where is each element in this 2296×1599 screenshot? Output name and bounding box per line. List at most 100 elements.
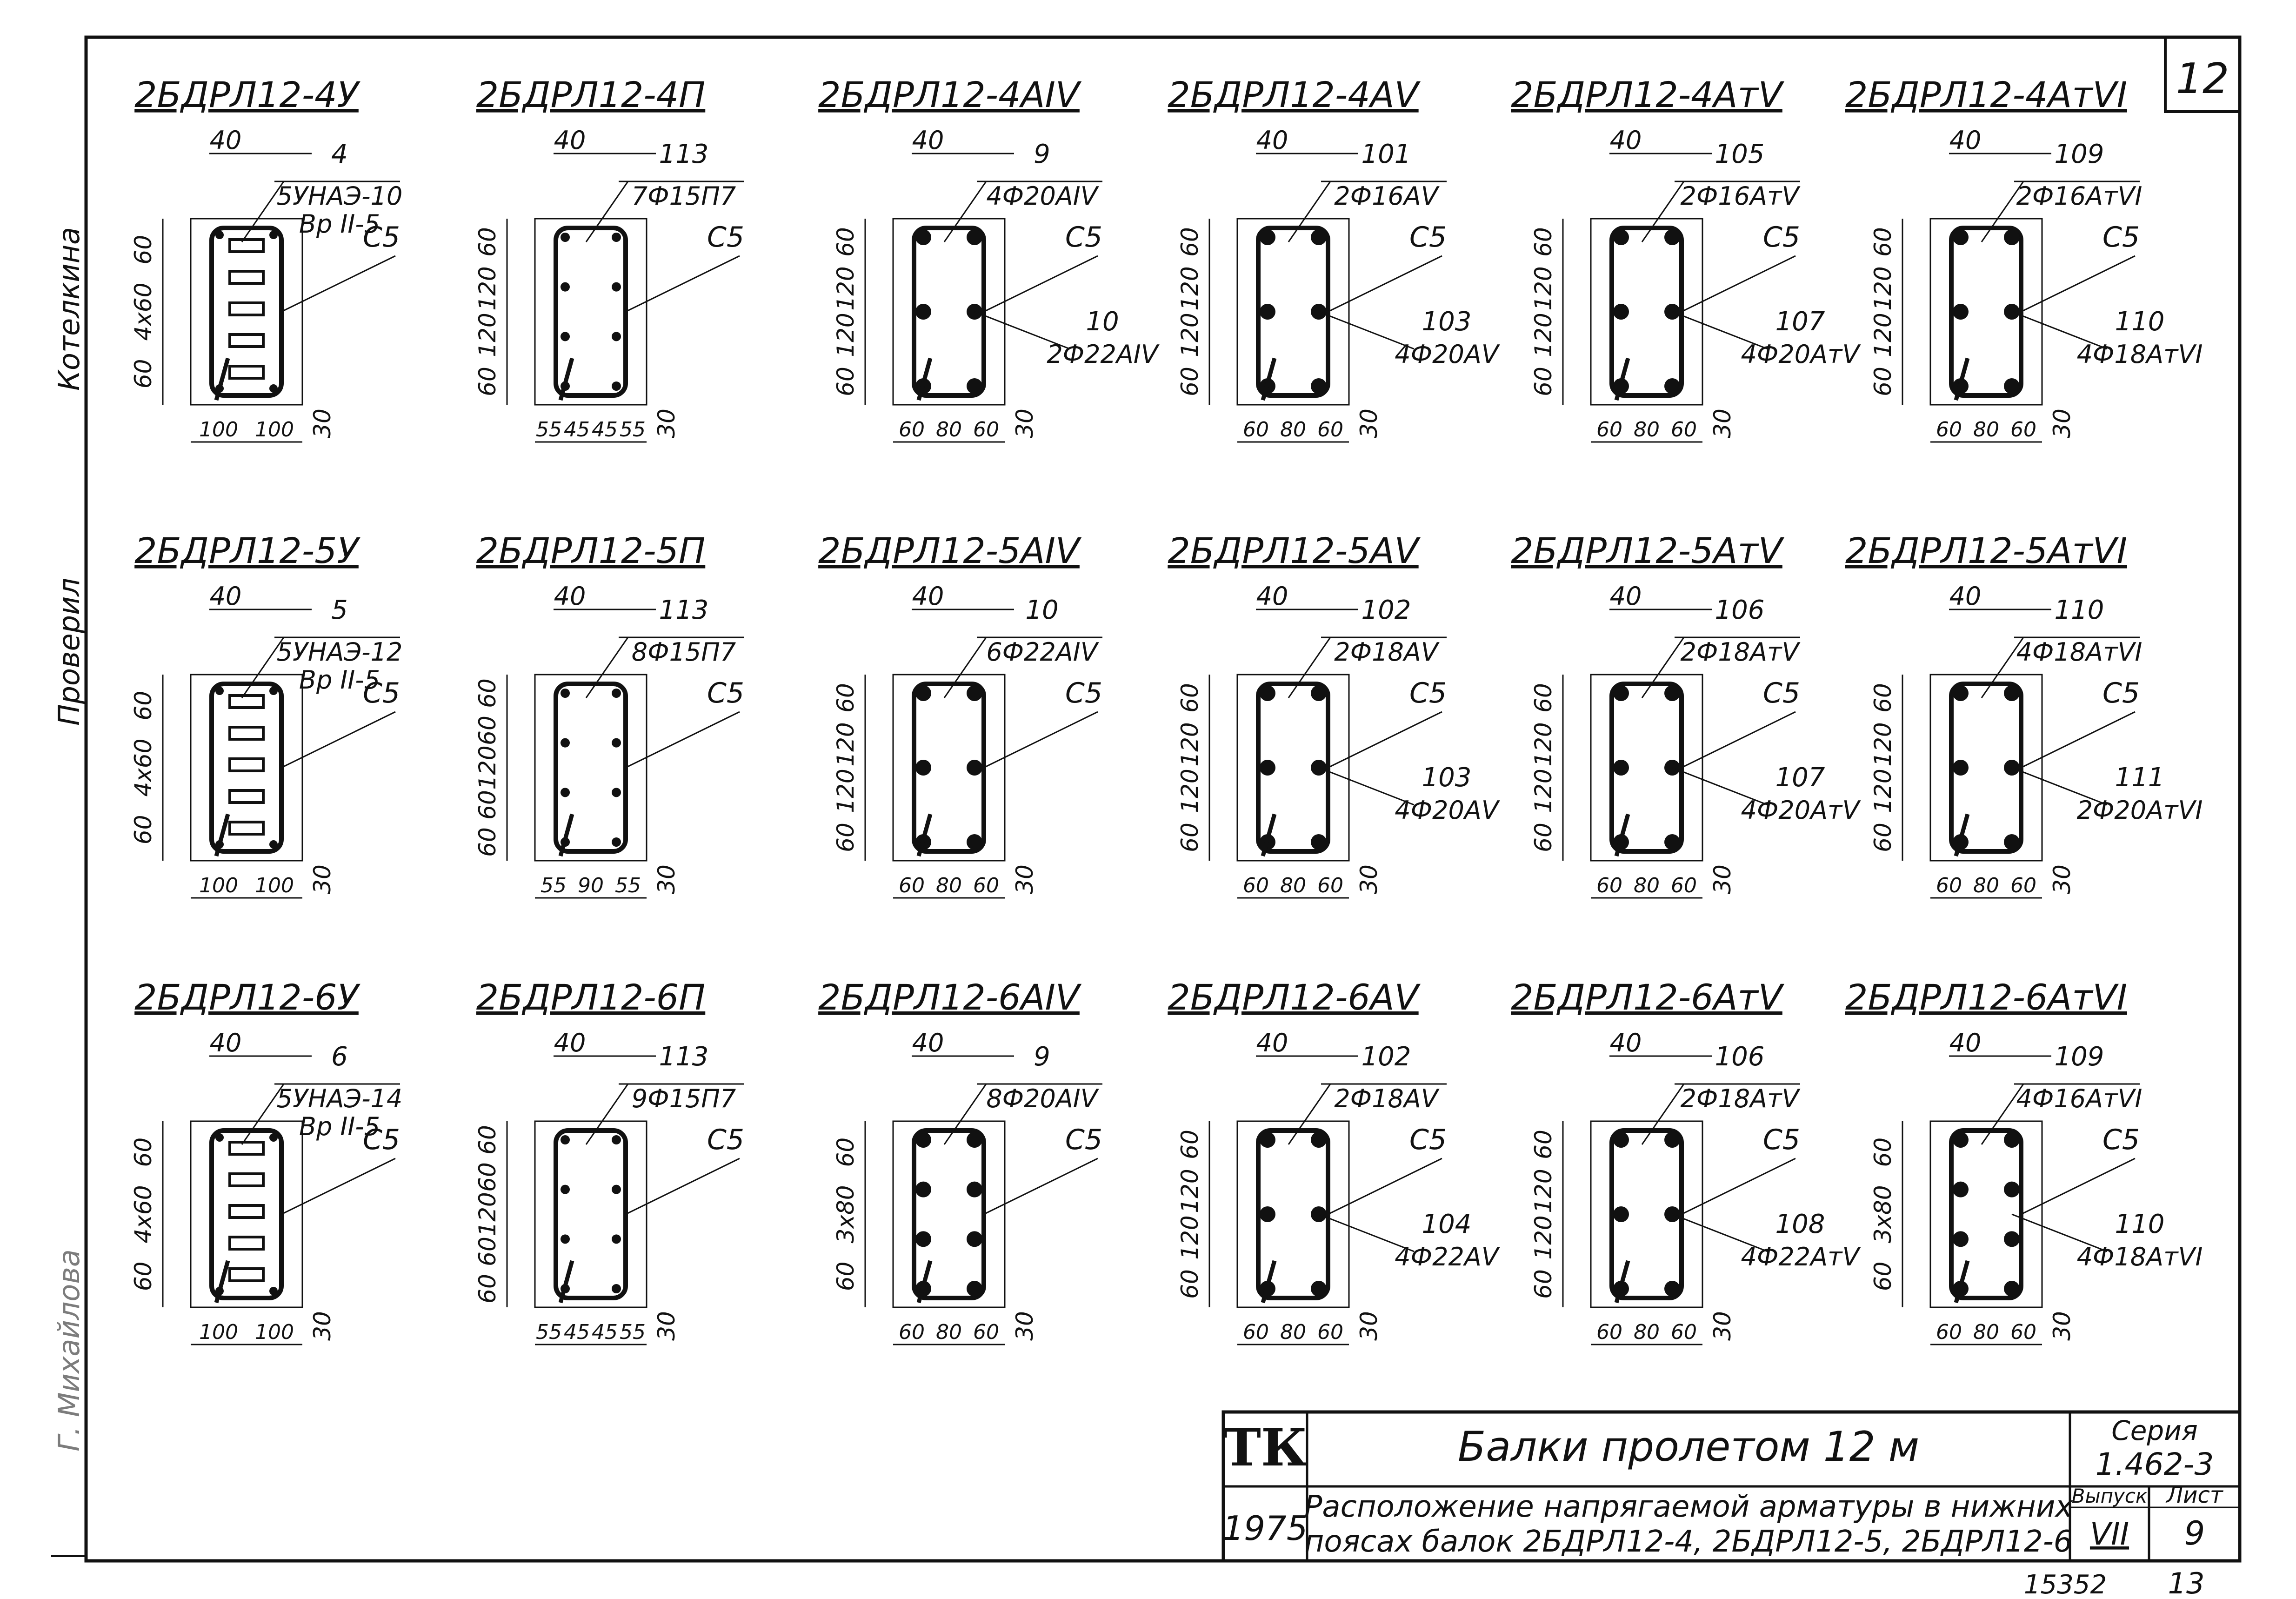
rebar xyxy=(612,233,621,242)
rebar xyxy=(1260,1206,1275,1222)
dim-bottom: 80 xyxy=(1973,874,1999,897)
strand-bundle xyxy=(228,1172,265,1187)
hook-mark xyxy=(214,357,230,401)
rebar xyxy=(612,738,621,748)
callout-spec: 8Ф20АIV xyxy=(986,1084,1099,1113)
corner-bar xyxy=(215,687,224,695)
strand-bundle xyxy=(228,1267,265,1282)
concrete-outline xyxy=(1590,218,1703,406)
dim-bottom: 100 xyxy=(255,1320,294,1344)
rebar xyxy=(561,282,570,292)
leader-line xyxy=(1288,637,1331,698)
cage-label: С5 xyxy=(707,1124,744,1156)
sheet-value: 9 xyxy=(2184,1514,2205,1552)
dim-left: 120 xyxy=(1530,722,1557,766)
dim-left: 120 xyxy=(1176,769,1203,813)
rebar xyxy=(967,1231,982,1247)
rebar xyxy=(1260,760,1275,776)
dim-top: 40 xyxy=(210,126,242,155)
sheet-label: Лист xyxy=(2165,1482,2224,1508)
extra-spec: 4Ф18АтVI xyxy=(2077,340,2203,369)
hook-mark xyxy=(1261,1260,1277,1304)
extra-spec: 4Ф22АтV xyxy=(1741,1242,1862,1271)
dim-left: 60 xyxy=(1530,1269,1557,1299)
dim-bottom: 60 xyxy=(1596,418,1622,442)
leader-line xyxy=(1672,767,1768,806)
rebar xyxy=(1953,1181,1969,1198)
cage-label: С5 xyxy=(2102,221,2140,254)
dim-bottom: 100 xyxy=(255,418,294,442)
leader-line xyxy=(1641,181,1685,242)
callout-position: 9 xyxy=(1034,1042,1050,1072)
callout-spec-2: Вр II-5 xyxy=(299,665,380,695)
dim-top: 40 xyxy=(1949,126,1982,155)
dim-bottom: 80 xyxy=(936,418,962,442)
dim-bottom: 55 xyxy=(615,874,641,897)
dim-bottom: 60 xyxy=(1671,1320,1697,1344)
dim-left: 60 xyxy=(1176,683,1203,713)
dim-left: 120 xyxy=(1530,266,1557,310)
extra-position: 107 xyxy=(1775,763,1825,793)
cage-label: С5 xyxy=(707,221,744,254)
rebar xyxy=(2004,834,2020,850)
dim-bottom: 60 xyxy=(899,418,925,442)
dim-bottom: 60 xyxy=(1243,1320,1269,1344)
rebar xyxy=(561,689,570,698)
beam-title: 2БДРЛ12-5АтVI xyxy=(1845,530,2127,571)
dim-left: 60 xyxy=(832,367,859,396)
drawing-title: Балки пролетом 12 м xyxy=(1458,1423,1919,1471)
dim-left: 60 xyxy=(1530,227,1557,257)
hook-mark xyxy=(916,357,933,401)
dim-left: 60 xyxy=(130,359,157,389)
dim-left: 120 xyxy=(474,745,501,789)
strand-bundle xyxy=(228,1141,265,1156)
rebar xyxy=(1953,685,1969,701)
dim-bottom: 60 xyxy=(1671,418,1697,442)
extra-spec: 2Ф22АIV xyxy=(1047,340,1160,369)
leader-line xyxy=(241,181,285,242)
dim-bottom: 80 xyxy=(1280,1320,1306,1344)
hook-mark xyxy=(558,813,574,857)
leader-line xyxy=(281,1157,396,1215)
side-stamp-checked-name: Котелкина xyxy=(52,227,86,391)
dim-top: 40 xyxy=(1610,126,1642,155)
leader-line xyxy=(1288,181,1331,242)
leader-line xyxy=(1641,637,1685,698)
callout-position: 113 xyxy=(659,1042,709,1072)
year: 1975 xyxy=(1222,1509,1308,1548)
dim-left: 60 xyxy=(1176,823,1203,852)
dim-left: 60 xyxy=(832,1262,859,1291)
rebar xyxy=(2004,229,2020,245)
callout-spec: 2Ф18АтV xyxy=(1681,1084,1801,1113)
dim-left: 60 xyxy=(474,1274,501,1304)
cage-label: С5 xyxy=(363,677,400,709)
dim-bottom: 60 xyxy=(2010,418,2036,442)
hook-mark xyxy=(916,813,933,857)
rebar xyxy=(1260,229,1275,245)
concrete-outline xyxy=(534,218,647,406)
extra-spec: 4Ф18АтVI xyxy=(2077,1242,2203,1271)
callout-spec: 9Ф15П7 xyxy=(632,1084,736,1113)
extra-position: 108 xyxy=(1775,1209,1825,1239)
callout-spec: 2Ф16АтV xyxy=(1681,181,1801,211)
callout-position: 10 xyxy=(1025,595,1058,625)
leader-line xyxy=(1318,767,1415,806)
leader-line xyxy=(1328,255,1442,313)
rebar xyxy=(1613,685,1629,701)
dim-bottom: 80 xyxy=(936,1320,962,1344)
sheet-number-box: 12 xyxy=(2164,36,2241,113)
dim-bottom: 60 xyxy=(2010,1320,2036,1344)
dim-bottom: 60 xyxy=(1243,874,1269,897)
dim-left: 60 xyxy=(1530,823,1557,852)
dim-top: 40 xyxy=(1610,1028,1642,1057)
rebar xyxy=(612,1284,621,1293)
dim-left: 120 xyxy=(1869,313,1896,357)
cage-label: С5 xyxy=(1409,677,1447,709)
side-stamp-bottom-name: Г. Михайлова xyxy=(52,1249,86,1452)
leader-line xyxy=(625,711,740,769)
strand-bundle xyxy=(228,301,265,316)
rebar xyxy=(1953,1231,1969,1247)
rebar xyxy=(915,1181,931,1198)
